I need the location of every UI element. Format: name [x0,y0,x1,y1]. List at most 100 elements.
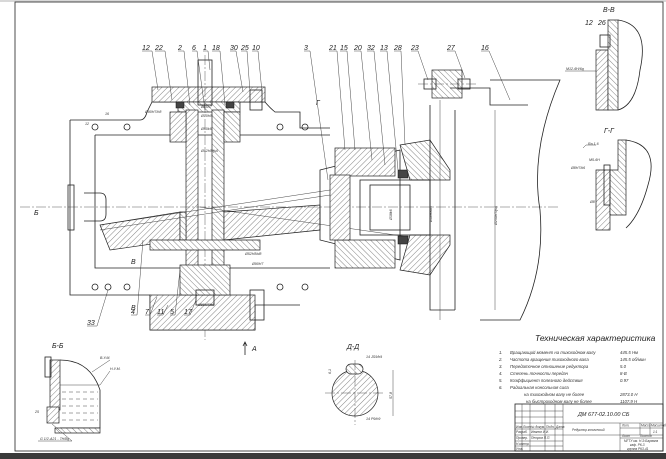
tech-spec: Техническая характеристика 1. Вращающий м… [498,333,656,404]
sheet-frame [14,1,664,452]
svg-text:Ø55h7: Ø55h7 [200,105,213,109]
title-block: ДМ 677-02.10.00 СБ Редуктор конический Л… [514,403,666,452]
svg-text:25: 25 [34,410,39,414]
callout-5: 5 [170,309,174,316]
svg-text:Ø48H8/k6: Ø48H8/k6 [429,206,433,223]
svg-text:6,1: 6,1 [328,369,332,374]
callout-25: 25 [240,45,249,52]
svg-text:Подп.: Подп. [546,425,555,429]
svg-text:Ø90H7/h8: Ø90H7/h8 [144,110,161,114]
tech-spec-title: Техническая характеристика [535,333,656,343]
svg-text:Провер.: Провер. [516,436,528,440]
spec-item-text: Частота вращения тихоходного вала [510,357,589,362]
callout-27: 27 [446,45,456,52]
svg-text:№ докум.: № докум. [531,425,545,429]
svg-text:Ø8H7/k6: Ø8H7/k6 [570,166,585,170]
svg-text:Масштаб: Масштаб [651,424,666,428]
svg-text:14 P9/h9: 14 P9/h9 [366,417,380,421]
svg-text:Ø38k6: Ø38k6 [389,209,393,221]
svg-text:Г: Г [316,100,321,107]
callout-17: 17 [184,309,193,316]
svg-text:Лист: Лист [522,425,532,429]
section-dd: Д-Д 14 JS9/h9 14 P9/h9 6,1 57,8 [325,344,394,425]
spec-item-value: 145.5 об/мин [620,357,646,362]
callout-15: 15 [340,45,348,52]
scale-value: 1:1 [653,430,658,434]
callout-30: 30 [230,45,238,52]
svg-text:Утв.: Утв. [516,447,523,451]
callout-31: 12 [585,20,593,27]
spec-item-number: 2. [498,357,503,362]
section-gg: Г-Г Ra 1,6 M5-6H Ø8H7/k6 Ø8 [570,128,652,231]
callout-7: 7 [145,309,150,316]
svg-text:Дата: Дата [555,425,565,429]
svg-text:В: В [131,259,136,266]
spec-subitem-value: 2873.0 Н [619,392,638,397]
callout-22: 22 [154,45,163,52]
svg-text:M5-6H: M5-6H [589,158,600,162]
svg-text:А: А [251,346,257,353]
spec-item-text: Вращающий момент на тихоходном валу [510,350,596,355]
svg-text:Н.У.М.: Н.У.М. [110,367,121,371]
callout-18: 18 [212,45,220,52]
svg-text:Разраб.: Разраб. [516,430,528,434]
callout-13: 13 [380,45,388,52]
window-bottom-edge [0,453,666,459]
callouts-top: 12 22 2 6 1 18 30 25 10 3 21 15 20 32 13… [142,45,511,181]
svg-text:Ø70H8: Ø70H8 [200,114,212,118]
svg-text:Ra 1,6: Ra 1,6 [588,142,599,146]
svg-text:Иванов И.И.: Иванов И.И. [531,430,549,434]
spec-item-text: Степень точности передач [510,371,569,376]
callout-12: 12 [142,45,150,52]
svg-text:Лист: Лист [621,434,631,438]
svg-text:Б: Б [34,210,39,217]
oil-dashes [62,391,98,421]
svg-text:Масса: Масса [641,424,651,428]
svg-text:Листов: Листов [639,434,652,438]
spec-item-value: 445.5 Нм [620,350,638,355]
callout-1: 1 [203,45,207,52]
svg-text:57,8: 57,8 [389,392,393,399]
svg-text:Лит.: Лит. [621,424,630,428]
spec-item-text: Передаточное отношение редуктора [510,364,589,369]
callout-4: 4 [131,309,135,316]
svg-text:МГТУ им. Н.Э.Баумана: МГТУ им. Н.Э.Баумана [624,439,658,443]
svg-text:Ø52H8/d8: Ø52H8/d8 [244,252,261,256]
spec-subitem-text: на тихоходном валу не более [524,392,585,397]
callout-32: 32 [367,45,375,52]
svg-text:Н.контр.: Н.контр. [516,442,530,446]
svg-text:Б-Б: Б-Б [52,343,64,350]
spec-item-number: 3. [499,364,503,369]
svg-text:Ø52H8/js6: Ø52H8/js6 [200,149,218,153]
svg-text:Изм.: Изм. [516,425,523,429]
spec-item-number: 1. [499,350,503,355]
spec-item-text: Радиальная консольная сила [510,385,569,390]
svg-text:Ø250H7/js6: Ø250H7/js6 [494,206,498,226]
callout-28: 28 [393,45,402,52]
svg-text:16: 16 [105,112,109,116]
callout-11: 11 [157,309,164,316]
spec-item-number: 6. [499,385,503,390]
svg-text:12: 12 [85,122,89,126]
svg-text:В-В: В-В [603,7,615,14]
svg-text:Ø50k6: Ø50k6 [200,127,212,131]
svg-text:Г-Г: Г-Г [604,128,615,135]
callouts-bottom: 33 4 7 11 5 17 [87,239,197,327]
svg-text:G 1/2-A21 - 7H/8g: G 1/2-A21 - 7H/8g [40,437,69,441]
drawing-name: Редуктор конический [572,428,605,432]
callout-3: 3 [304,45,308,52]
svg-text:В.У.М.: В.У.М. [100,356,110,360]
spec-subitem-text: на быстроходном валу не более [526,399,592,404]
spec-item-text: Коэффициент полезного действия [510,378,583,383]
section-bb: Б-Б В.У.М. Н.У.М. 25 G 1/2-A21 - 7H/8g [34,343,121,442]
spec-subitem-value: 1107.9 Н [620,399,638,404]
callout-16: 16 [481,45,489,52]
spec-item-value: 8-В [620,371,627,376]
callout-33: 33 [87,320,95,327]
spec-item-value: 5.0 [620,364,627,369]
doc-number: ДМ 677-02.10.00 СБ [577,412,630,418]
svg-text:В: В [131,305,136,312]
spec-item-value: 0.97 [620,378,629,383]
svg-text:Ø90H7/h8: Ø90H7/h8 [197,303,214,307]
